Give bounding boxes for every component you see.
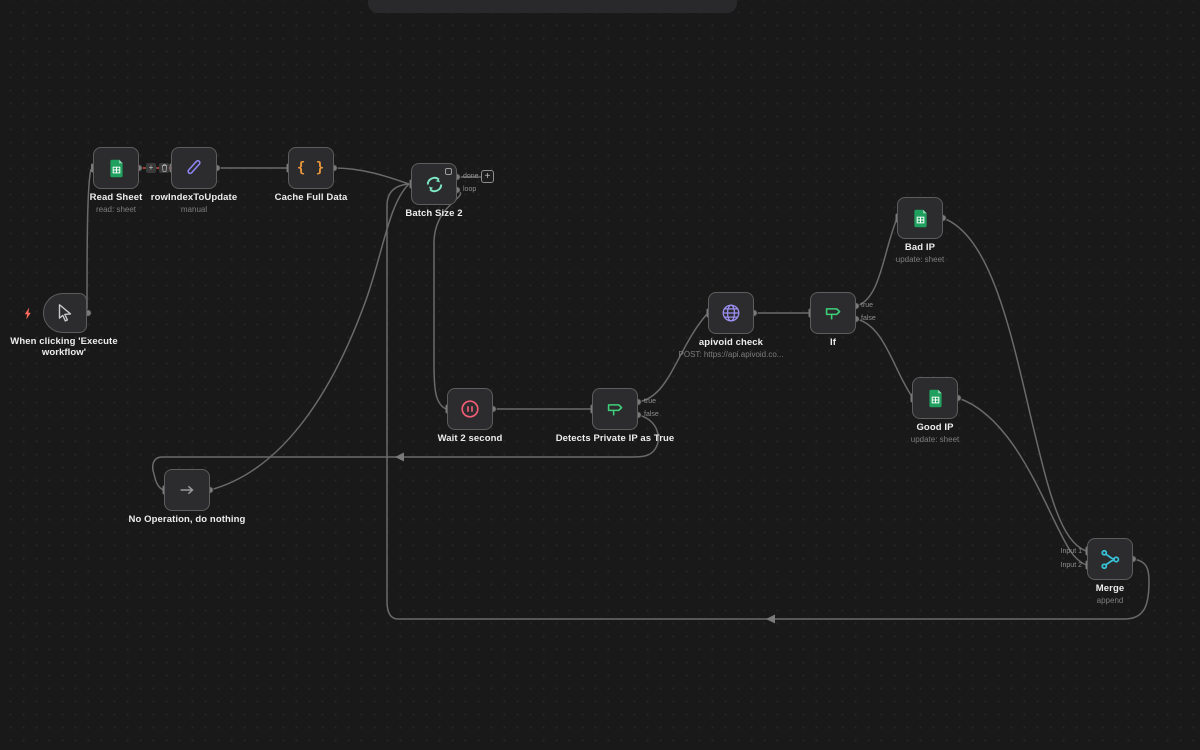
node-merge[interactable] (1087, 538, 1133, 580)
code-braces-icon: { } (296, 160, 326, 176)
node-subtitle: read: sheet (95, 205, 137, 214)
node-bad-ip[interactable] (897, 197, 943, 239)
node-good-ip[interactable] (912, 377, 958, 419)
add-node-endpoint-button[interactable]: + (481, 170, 494, 183)
connection-noop-batch[interactable] (209, 183, 410, 491)
node-row-index-to-update[interactable] (171, 147, 217, 189)
connection-cache-batch[interactable] (333, 167, 410, 185)
signpost-icon (825, 308, 841, 320)
input-label-1: Input 1 (1060, 548, 1082, 555)
node-apivoid-check[interactable] (708, 292, 754, 334)
add-node-button[interactable]: + (146, 163, 156, 173)
connection-if-goodip[interactable] (855, 318, 912, 396)
output-label-false: false (644, 411, 659, 418)
signpost-icon (607, 404, 623, 416)
connection-merge-batch[interactable] (386, 183, 1150, 620)
arrow-right-icon (180, 485, 194, 495)
node-detects-private-ip[interactable] (592, 388, 638, 430)
edit-pen-icon (187, 159, 201, 175)
node-read-sheet[interactable] (93, 147, 139, 189)
connection-if-badip[interactable] (855, 220, 897, 307)
trash-icon (161, 164, 167, 172)
plus-icon: + (148, 163, 154, 172)
connection-badip-merge[interactable] (942, 217, 1087, 552)
node-label: No Operation, do nothing (128, 514, 246, 525)
output-label-false: false (861, 315, 876, 322)
connection-detects-apivoid[interactable] (637, 313, 708, 403)
node-label: Read Sheet (89, 192, 143, 203)
google-sheets-icon (928, 389, 942, 407)
node-subtitle: update: sheet (895, 255, 945, 264)
node-label: Wait 2 second (437, 433, 503, 444)
delete-connection-button[interactable] (159, 163, 169, 173)
node-if[interactable] (810, 292, 856, 334)
node-manual-trigger[interactable] (43, 293, 87, 333)
node-label: When clicking 'Execute workflow' (10, 336, 118, 358)
node-label: Bad IP (904, 242, 936, 253)
plus-icon: + (484, 171, 491, 182)
node-settings-badge-icon (445, 168, 452, 175)
left-arrow (766, 614, 775, 624)
node-label: Merge (1095, 583, 1125, 594)
node-label: Detects Private IP as True (555, 433, 675, 444)
merge-icon (1100, 549, 1119, 569)
node-batch-size[interactable] (411, 163, 457, 205)
connection-batch-wait[interactable] (433, 189, 462, 410)
node-label: Good IP (916, 422, 954, 433)
cursor-icon (58, 304, 72, 322)
input-label-2: Input 2 (1060, 562, 1082, 569)
connection-goodip-merge[interactable] (957, 397, 1087, 566)
connection-detects-noop[interactable] (151, 414, 660, 491)
node-subtitle: POST: https://api.apivoid.co... (678, 350, 784, 359)
node-wait[interactable] (447, 388, 493, 430)
node-label: Cache Full Data (274, 192, 348, 203)
loop-icon (426, 176, 442, 192)
floating-toolbar[interactable] (368, 0, 737, 13)
node-label: If (829, 337, 836, 348)
node-label: rowIndexToUpdate (150, 192, 238, 203)
node-label: apivoid check (698, 337, 764, 348)
execute-bolt-icon (24, 307, 31, 320)
globe-icon (722, 304, 740, 322)
node-subtitle: append (1096, 596, 1124, 605)
output-label-true: true (861, 302, 874, 309)
left-arrow (395, 452, 404, 462)
node-subtitle: update: sheet (910, 435, 960, 444)
pause-icon (461, 400, 479, 418)
node-no-operation[interactable] (164, 469, 210, 511)
node-label: Batch Size 2 (405, 208, 463, 219)
node-cache-full-data[interactable]: { } (288, 147, 334, 189)
google-sheets-icon (913, 209, 927, 227)
google-sheets-icon (109, 159, 123, 177)
connection-trigger-readsheet[interactable] (86, 168, 92, 312)
output-label-true: true (644, 398, 657, 405)
node-subtitle: manual (180, 205, 208, 214)
output-label-done: done (463, 173, 479, 180)
output-label-loop: loop (463, 186, 477, 193)
